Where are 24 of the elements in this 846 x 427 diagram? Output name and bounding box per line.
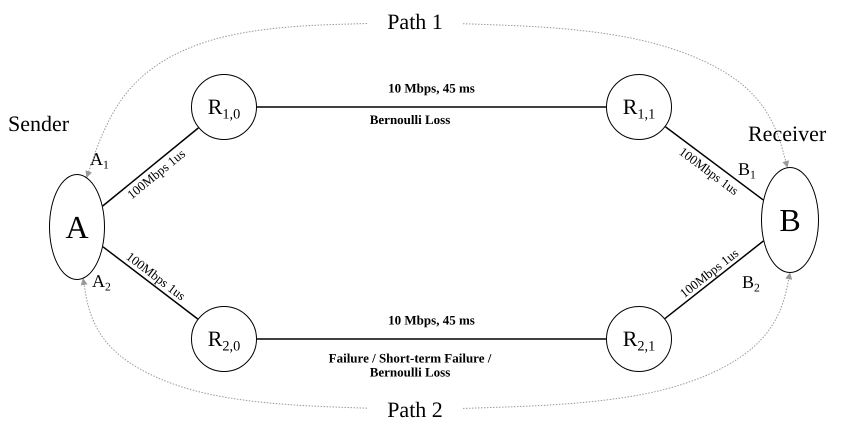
port-label: B$_{2}$ (742, 273, 760, 293)
link-line (102, 127, 199, 207)
port-label: A$_{2}$ (92, 272, 111, 292)
path-label: Path 1 (387, 11, 443, 33)
port-label: B$_{1}$ (738, 160, 756, 180)
link-line (102, 246, 198, 320)
role-label: Sender (8, 112, 70, 136)
path-label: Path 2 (387, 399, 443, 421)
node-label: A (65, 211, 89, 243)
link-line (664, 240, 764, 320)
link-line (664, 126, 764, 201)
dotted-arrow (462, 23, 790, 168)
loss-label: Failure / Short-term Failure / Bernoulli Loss (328, 352, 492, 380)
role-label: Receiver (748, 122, 826, 146)
dotted-arrow (85, 22, 368, 178)
port-label: A$_{1}$ (90, 150, 109, 170)
dotted-arrow (80, 278, 368, 409)
node-label: B (779, 204, 801, 236)
dotted-arrow (462, 272, 792, 409)
link-line (257, 106, 606, 108)
link-line (257, 338, 606, 340)
edge-label: 10 Mbps, 45 ms (388, 314, 475, 326)
loss-label: Bernoulli Loss (370, 112, 450, 128)
edge-label: 10 Mbps, 45 ms (388, 82, 475, 94)
